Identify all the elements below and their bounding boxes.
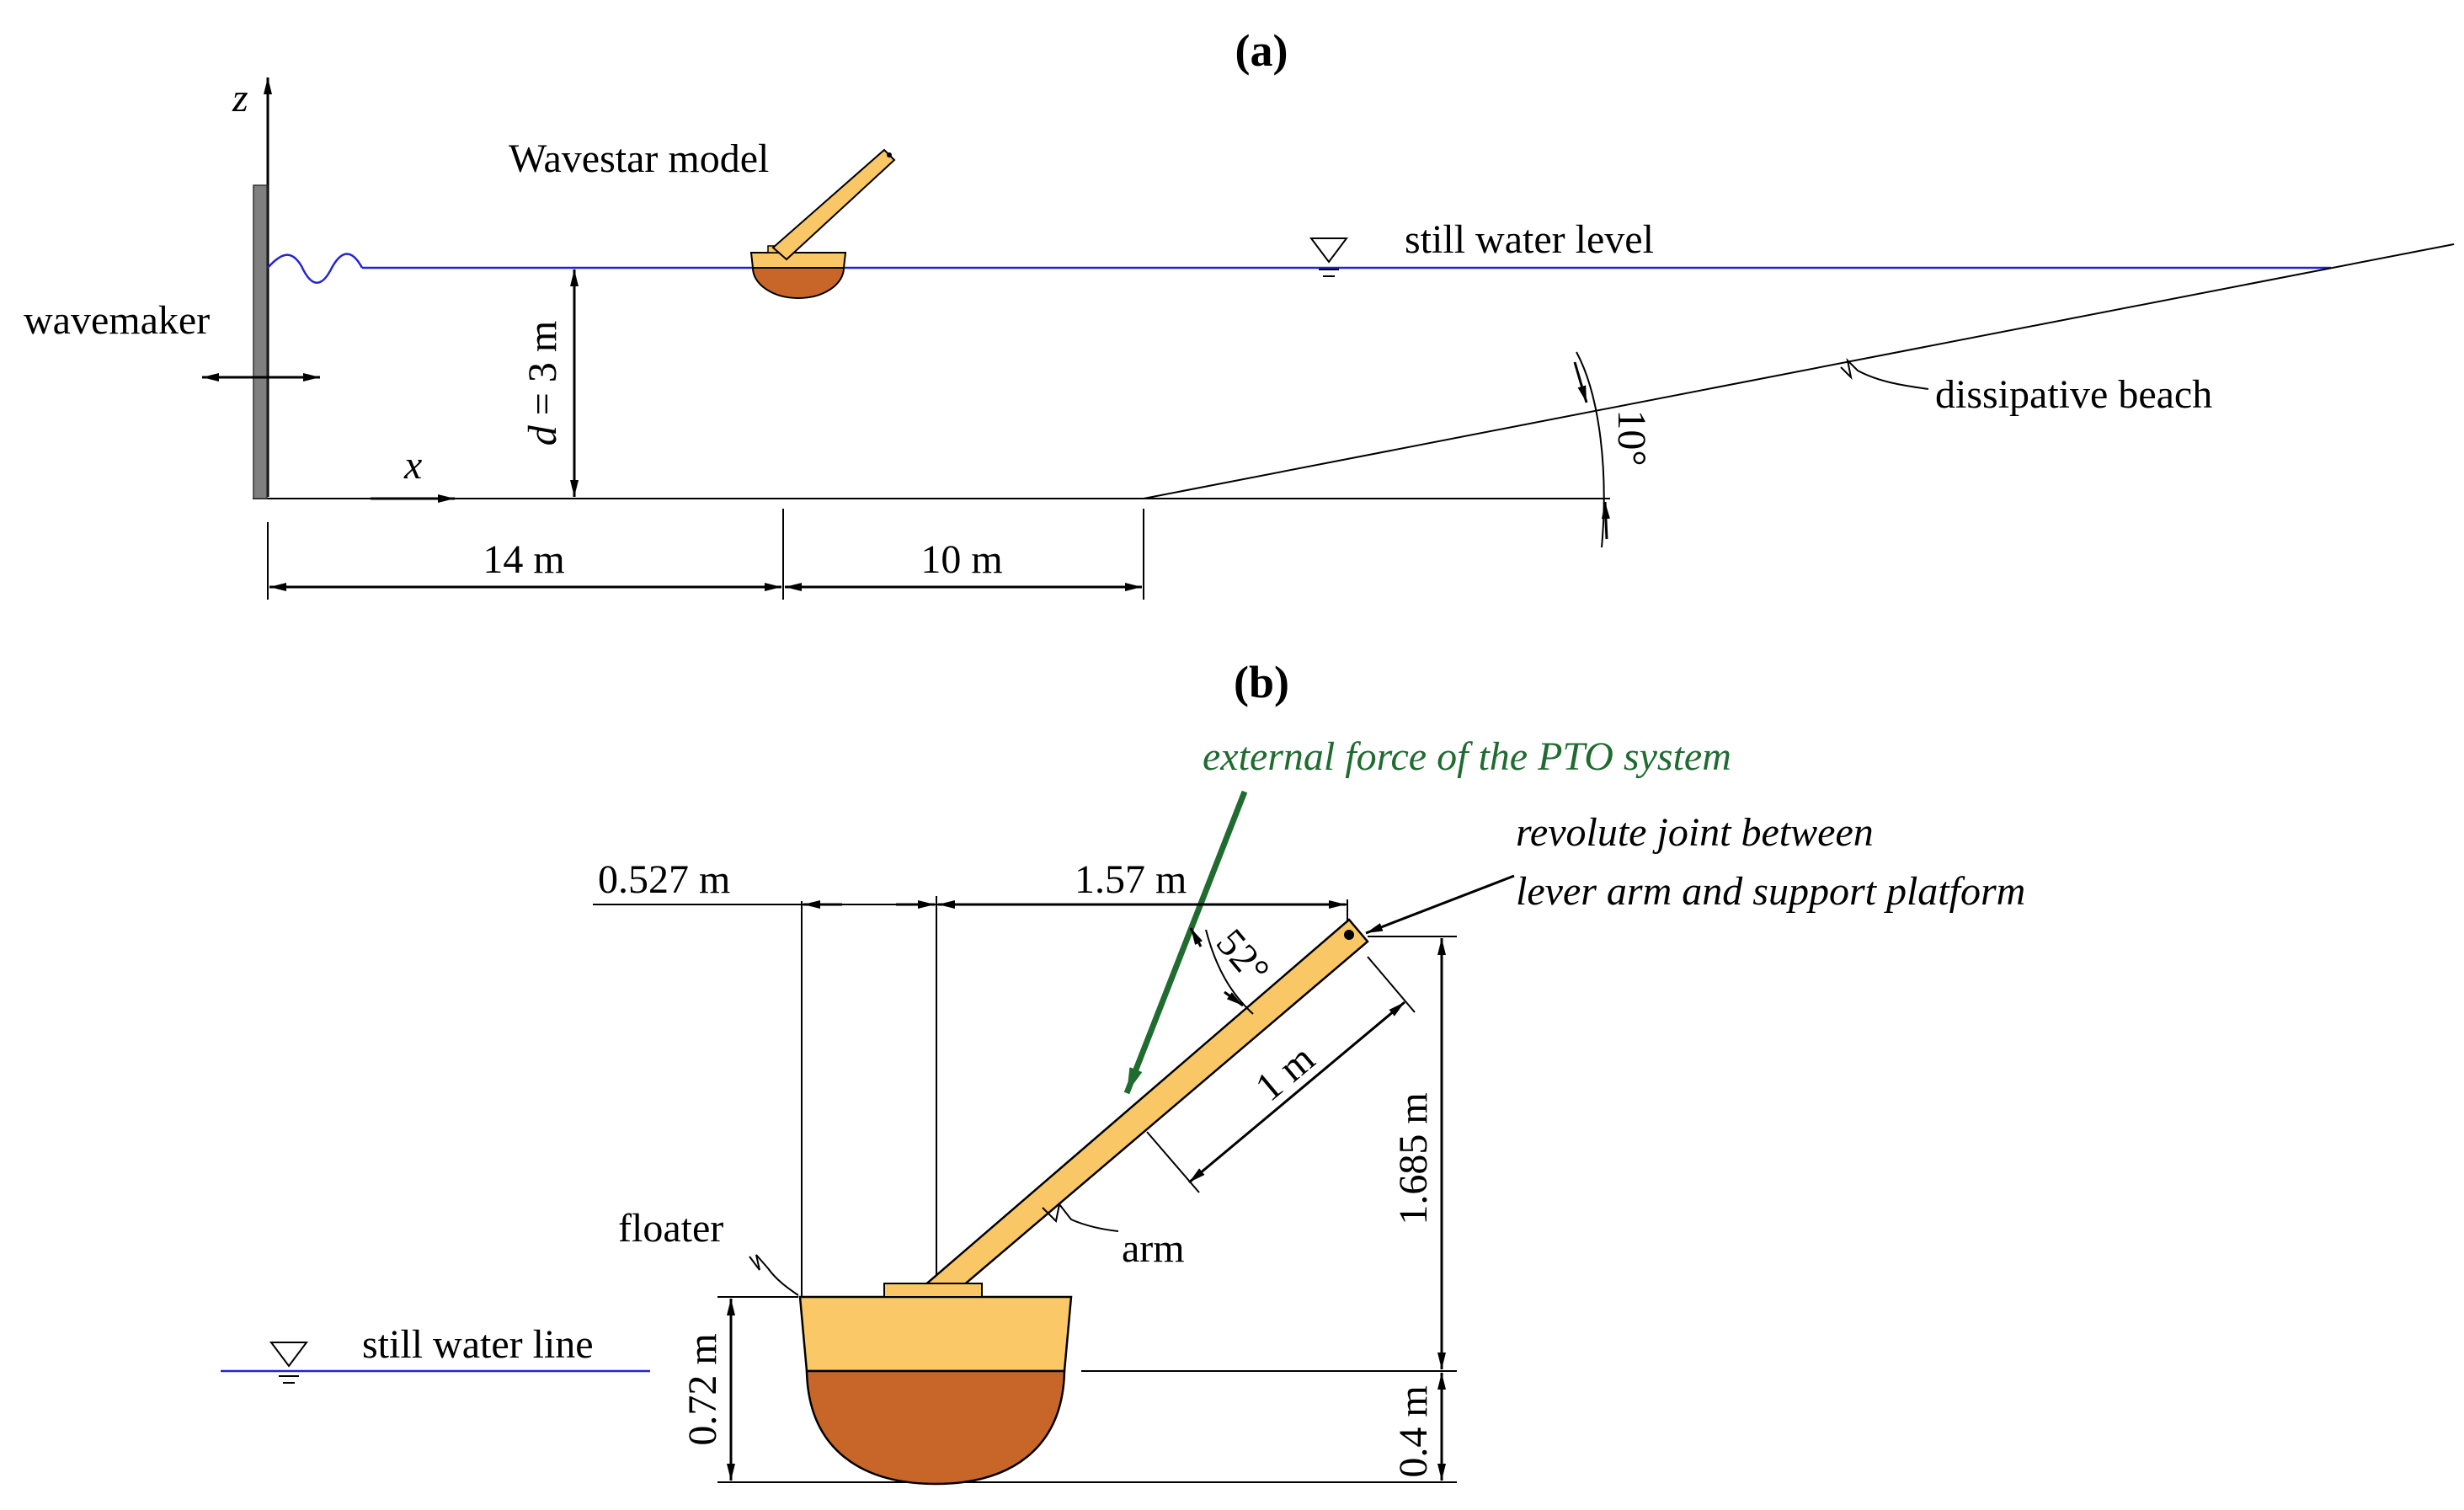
arm-label: arm <box>1122 1226 1185 1271</box>
wave-symbol <box>267 253 364 284</box>
water-level-symbol <box>1309 237 1348 277</box>
dim-072-label: 0.72 m <box>680 1333 725 1445</box>
angle-52-arrow-b <box>1224 990 1244 1007</box>
joint-label-line1: revolute joint between <box>1516 810 1874 855</box>
slope-angle-arrow-bottom <box>1601 501 1610 540</box>
dim-157-label: 1.57 m <box>1075 857 1187 902</box>
slope-angle-label: 10° <box>1609 409 1654 466</box>
wavemaker-paddle <box>253 184 268 499</box>
angle-52-arrow-a <box>1189 927 1203 947</box>
depth-label: d = 3 m <box>520 321 565 446</box>
still-water-line-label: still water line <box>362 1322 594 1367</box>
dim-10m-label: 10 m <box>920 537 1002 582</box>
joint-label-line2: lever arm and support platform <box>1516 869 2025 914</box>
joint-leader <box>1365 874 1515 935</box>
dim-1m-ext-bottom <box>1146 1131 1200 1193</box>
dim-1m-label: 1 m <box>1247 1036 1323 1110</box>
beach-label: dissipative beach <box>1935 372 2212 417</box>
dim-1685-label: 1.685 m <box>1391 1092 1436 1225</box>
dim-1m-ext-top <box>1367 956 1416 1013</box>
floater-label: floater <box>618 1206 723 1251</box>
dim-1m-arrow <box>1188 1000 1405 1184</box>
panel-a-label: (a) <box>1235 25 1288 76</box>
panel-a: (a) z x wavemaker still water level d = … <box>24 25 2455 600</box>
wavestar-model-label: Wavestar model <box>509 136 769 181</box>
floater-body <box>798 1283 1073 1486</box>
wavestar-model-small <box>749 148 896 299</box>
angle-52-label: 52° <box>1208 920 1278 993</box>
pto-force-label: external force of the PTO system <box>1203 734 1731 779</box>
dim-0527-label: 0.527 m <box>598 857 730 902</box>
floater-leader <box>749 1254 799 1296</box>
x-axis-label: x <box>403 443 422 488</box>
revolute-joint <box>1344 930 1354 940</box>
panel-b: (b) external force of the PTO system rev… <box>221 657 2025 1486</box>
water-line-symbol <box>269 1342 308 1384</box>
still-water-level-label: still water level <box>1405 217 1654 262</box>
beach-leader <box>1840 357 1929 390</box>
dim-14m-label: 14 m <box>483 537 564 582</box>
beach-slope <box>1143 243 2455 499</box>
wavemaker-label: wavemaker <box>24 298 210 343</box>
arm-leader <box>1042 1202 1119 1232</box>
slope-angle-arrow-top <box>1573 361 1588 403</box>
pto-force-arrow <box>1123 790 1248 1095</box>
panel-b-label: (b) <box>1234 657 1289 707</box>
slope-angle-arc <box>1576 351 1605 548</box>
z-axis-label: z <box>232 76 248 120</box>
dim-04-label: 0.4 m <box>1391 1385 1436 1477</box>
